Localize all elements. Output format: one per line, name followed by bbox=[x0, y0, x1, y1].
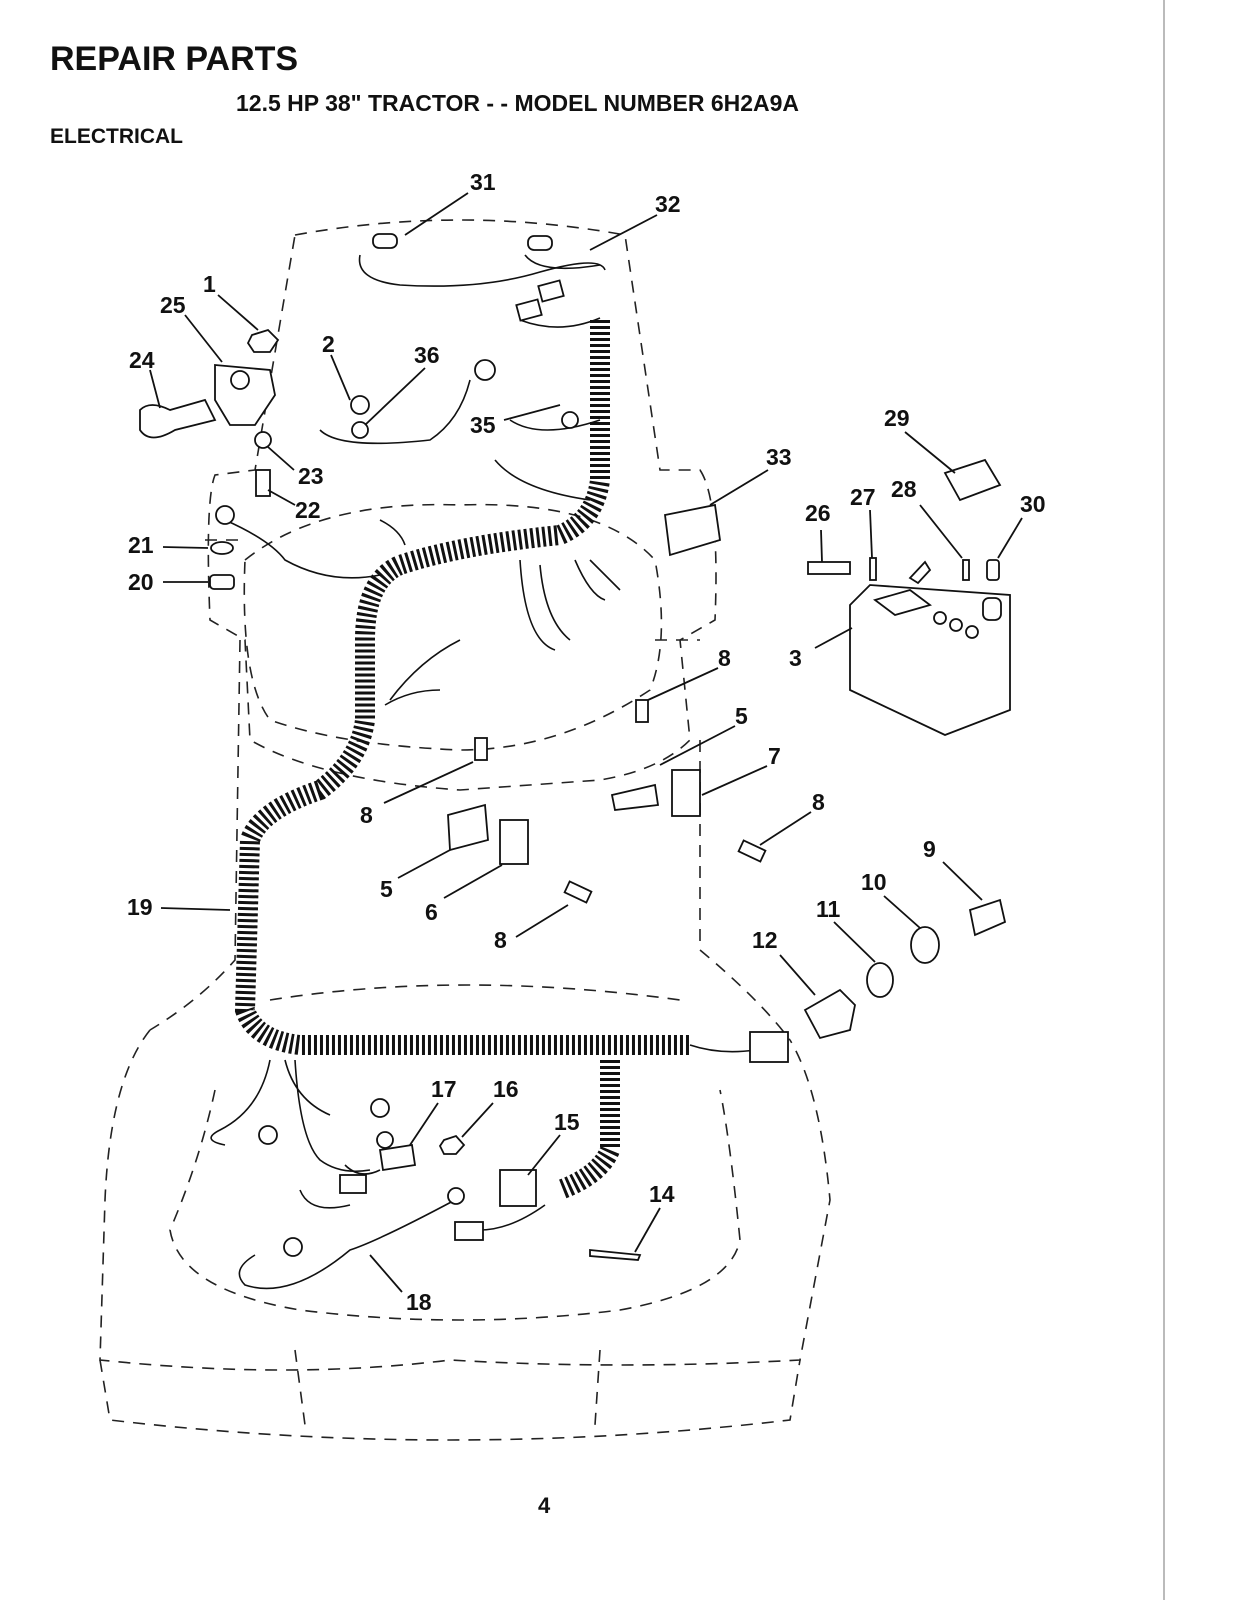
callout-30: 30 bbox=[1020, 491, 1046, 517]
callout-26: 26 bbox=[805, 500, 831, 526]
callout-19: 19 bbox=[127, 894, 153, 920]
callout-10: 10 bbox=[861, 869, 887, 895]
callout-28: 28 bbox=[891, 476, 917, 502]
callout-6: 6 bbox=[425, 899, 438, 925]
callout-3: 3 bbox=[789, 645, 802, 671]
callout-8-lower: 8 bbox=[494, 927, 507, 953]
callout-15: 15 bbox=[554, 1109, 580, 1135]
callout-24: 24 bbox=[129, 347, 155, 373]
callout-35: 35 bbox=[470, 412, 496, 438]
callout-7: 7 bbox=[768, 743, 781, 769]
callout-32: 32 bbox=[655, 191, 681, 217]
callout-11: 11 bbox=[816, 896, 841, 922]
parts-illustrations bbox=[139, 233, 1011, 1261]
callout-8-left: 8 bbox=[360, 802, 373, 828]
callout-17-label: 17 bbox=[431, 1076, 457, 1102]
callout-2: 2 bbox=[322, 331, 335, 357]
callout-labels: 31 32 1 25 24 2 36 35 23 22 21 20 20 33 … bbox=[127, 169, 1046, 1315]
callout-12: 12 bbox=[752, 927, 778, 953]
callout-14-label: 14 bbox=[649, 1181, 675, 1207]
callout-27: 27 bbox=[850, 484, 876, 510]
callout-1: 1 bbox=[203, 271, 216, 297]
callout-33: 33 bbox=[766, 444, 792, 470]
callout-23: 23 bbox=[298, 463, 324, 489]
callout-18: 18 bbox=[406, 1289, 432, 1315]
page-number: 4 bbox=[538, 1493, 551, 1518]
wire-leads bbox=[210, 254, 756, 1290]
page-binding-edge bbox=[1163, 0, 1165, 1600]
tractor-outline bbox=[99, 219, 831, 1441]
bulb-socket-right bbox=[527, 235, 553, 251]
callout-16: 16 bbox=[493, 1076, 519, 1102]
bulb-socket-left bbox=[372, 233, 398, 249]
wiring-harness-coil bbox=[234, 320, 690, 1200]
callout-21: 21 bbox=[128, 532, 154, 558]
callout-5-right: 5 bbox=[735, 703, 748, 729]
callout-31: 31 bbox=[470, 169, 496, 195]
callout-36: 36 bbox=[414, 342, 440, 368]
callout-22: 22 bbox=[295, 497, 321, 523]
callout-8-upper-right: 8 bbox=[718, 645, 731, 671]
leader-lines bbox=[149, 192, 1023, 1293]
callout-5-left: 5 bbox=[380, 876, 393, 902]
callout-20-label: 20 bbox=[128, 569, 154, 595]
callout-8-right: 8 bbox=[812, 789, 825, 815]
callout-9: 9 bbox=[923, 836, 936, 862]
page-title: REPAIR PARTS bbox=[50, 40, 299, 78]
section-heading: ELECTRICAL bbox=[50, 125, 183, 148]
callout-25: 25 bbox=[160, 292, 186, 318]
callout-29: 29 bbox=[884, 405, 910, 431]
model-subtitle: 12.5 HP 38" TRACTOR - - MODEL NUMBER 6H2… bbox=[236, 90, 800, 116]
